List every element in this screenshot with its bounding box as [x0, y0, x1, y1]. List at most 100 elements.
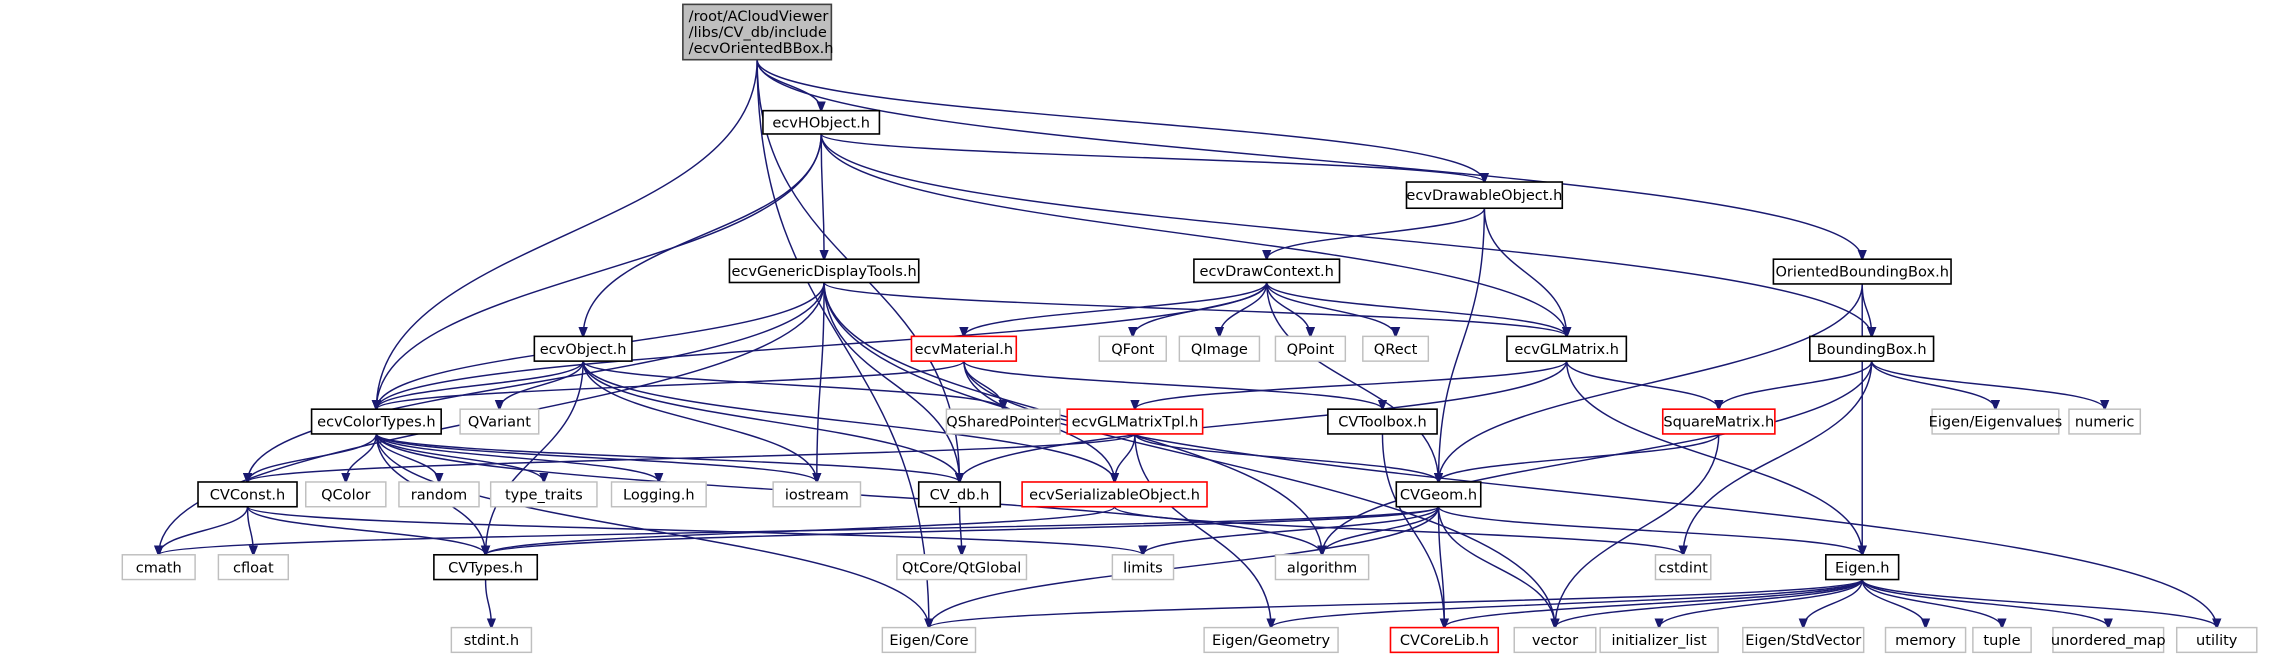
node-EigenGeometry: Eigen/Geometry — [1203, 626, 1339, 654]
nodes-layer: /root/ACloudViewer/libs/CV_db/include/ec… — [121, 3, 2258, 654]
edge-ecvColorTypes-to-iostream — [375, 433, 816, 482]
node-box[interactable] — [1193, 258, 1341, 284]
node-CVConst[interactable]: CVConst.h — [197, 481, 298, 508]
edge-CVGeom-to-cmath — [159, 506, 1440, 555]
edge-ecvMaterial-to-QSharedPointer — [963, 361, 1003, 409]
node-box[interactable] — [1661, 408, 1776, 435]
node-EigenEigenvalues: Eigen/Eigenvalues — [1929, 408, 2062, 435]
node-label: CVToolbox.h — [1338, 414, 1427, 431]
node-ecvDrawableObject[interactable]: ecvDrawableObject.h — [1405, 181, 1564, 210]
node-label: /root/ACloudViewer — [689, 8, 829, 25]
node-memory: memory — [1884, 626, 1967, 654]
edge-Eigen-to-EigenGeometry — [1271, 578, 1863, 628]
edge-SquareMatrix-to-vector — [1555, 433, 1720, 628]
node-ecvMaterial[interactable]: ecvMaterial.h — [910, 335, 1018, 362]
node-Eigen[interactable]: Eigen.h — [1825, 553, 1900, 581]
node-QRect: QRect — [1362, 335, 1430, 362]
edge-ecvObject-to-ecvColorTypes — [376, 360, 584, 409]
node-box[interactable] — [762, 109, 881, 135]
node-box — [2052, 626, 2165, 654]
node-label: algorithm — [1287, 559, 1357, 576]
edge-ecvDrawContext-to-CVGeom — [1265, 282, 1439, 481]
node-box[interactable] — [1772, 258, 1952, 285]
node-label: ecvDrawContext.h — [1200, 263, 1334, 280]
edge-ecvMaterial-to-ecvColorTypes — [376, 360, 965, 409]
edge-ecvHObject-to-ecvGenericDisplayTools — [821, 133, 824, 259]
node-SquareMatrix[interactable]: SquareMatrix.h — [1661, 408, 1776, 435]
edge-Eigen-to-unordered_map — [1861, 579, 2108, 628]
node-box[interactable] — [682, 3, 833, 61]
node-box — [772, 481, 862, 508]
node-ecvColorTypes[interactable]: ecvColorTypes.h — [310, 408, 442, 435]
node-BoundingBox[interactable]: BoundingBox.h — [1809, 335, 1935, 362]
node-box[interactable] — [433, 553, 539, 581]
node-box[interactable] — [310, 408, 442, 435]
node-stdint: stdint.h — [450, 626, 533, 654]
edge-ecvHObject-to-ecvGLMatrix — [820, 133, 1566, 336]
node-box — [881, 626, 977, 654]
node-CV_db[interactable]: CV_db.h — [917, 481, 1002, 508]
node-label: vector — [1532, 632, 1578, 649]
node-unordered_map: unordered_map — [2051, 626, 2166, 654]
node-box[interactable] — [1389, 626, 1500, 654]
node-box[interactable] — [910, 335, 1018, 362]
node-box[interactable] — [1506, 335, 1628, 362]
node-root[interactable]: /root/ACloudViewer/libs/CV_db/include/ec… — [682, 3, 834, 61]
edge-ecvColorTypes-to-random — [375, 433, 439, 482]
node-ecvSerializableObject[interactable]: ecvSerializableObject.h — [1021, 481, 1208, 508]
node-box[interactable] — [1825, 553, 1900, 581]
edge-ecvDrawContext-to-QPoint — [1265, 282, 1311, 336]
node-label: /ecvOrientedBBox.h — [689, 40, 834, 57]
node-label: CVConst.h — [210, 486, 286, 503]
node-box — [1098, 335, 1167, 362]
node-label: ecvHObject.h — [772, 114, 870, 131]
edge-Eigen-to-tuple — [1861, 579, 2002, 628]
node-Logging: Logging.h — [610, 481, 707, 508]
node-ecvHObject[interactable]: ecvHObject.h — [762, 109, 881, 135]
node-ecvGLMatrix[interactable]: ecvGLMatrix.h — [1506, 335, 1628, 362]
edge-CVConst-to-limits — [246, 506, 1143, 555]
node-QColor: QColor — [305, 481, 387, 508]
node-limits: limits — [1111, 554, 1175, 581]
node-box — [945, 408, 1061, 435]
node-ecvDrawContext[interactable]: ecvDrawContext.h — [1193, 258, 1341, 284]
node-box[interactable] — [533, 335, 633, 362]
node-box[interactable] — [1021, 481, 1208, 508]
edge-BoundingBox-to-SquareMatrix — [1719, 360, 1873, 409]
node-box[interactable] — [917, 481, 1002, 508]
node-label: ecvSerializableObject.h — [1029, 486, 1200, 503]
node-CVCoreLib[interactable]: CVCoreLib.h — [1389, 626, 1500, 654]
node-OrientedBoundingBox[interactable]: OrientedBoundingBox.h — [1772, 258, 1952, 285]
node-CVTypes[interactable]: CVTypes.h — [433, 553, 539, 581]
node-ecvGenericDisplayTools[interactable]: ecvGenericDisplayTools.h — [728, 258, 920, 284]
node-box — [1742, 626, 1865, 654]
node-box[interactable] — [1395, 481, 1482, 508]
node-box[interactable] — [1066, 408, 1204, 435]
node-label: cfloat — [233, 559, 274, 576]
node-box — [610, 481, 707, 508]
node-ecvObject[interactable]: ecvObject.h — [533, 335, 633, 362]
node-box[interactable] — [197, 481, 298, 508]
edge-BoundingBox-to-algorithm — [1322, 361, 1873, 555]
node-label: Eigen/Eigenvalues — [1929, 414, 2062, 431]
node-label: initializer_list — [1611, 632, 1707, 649]
edge-ecvGLMatrixTpl-to-CVGeom — [1134, 433, 1439, 482]
node-box[interactable] — [1327, 408, 1438, 435]
node-label: CVCoreLib.h — [1400, 632, 1489, 649]
node-box — [489, 481, 598, 508]
node-label: OrientedBoundingBox.h — [1775, 264, 1948, 281]
edge-ecvColorTypes-to-CVConst — [248, 433, 378, 482]
node-box — [1274, 335, 1347, 362]
node-box[interactable] — [1809, 335, 1935, 362]
node-label: CV_db.h — [930, 486, 990, 503]
node-CVGeom[interactable]: CVGeom.h — [1395, 481, 1482, 508]
node-box — [1972, 626, 2032, 654]
edge-ecvSerializableObject-to-cstdint — [1113, 506, 1684, 555]
node-box[interactable] — [728, 258, 920, 284]
node-box[interactable] — [1405, 181, 1564, 210]
node-ecvGLMatrixTpl[interactable]: ecvGLMatrixTpl.h — [1066, 408, 1204, 435]
node-CVToolbox[interactable]: CVToolbox.h — [1327, 408, 1438, 435]
node-label: QPoint — [1287, 341, 1335, 358]
edge-ecvHObject-to-ecvObject — [583, 133, 822, 336]
node-label: QSharedPointer — [946, 414, 1060, 431]
